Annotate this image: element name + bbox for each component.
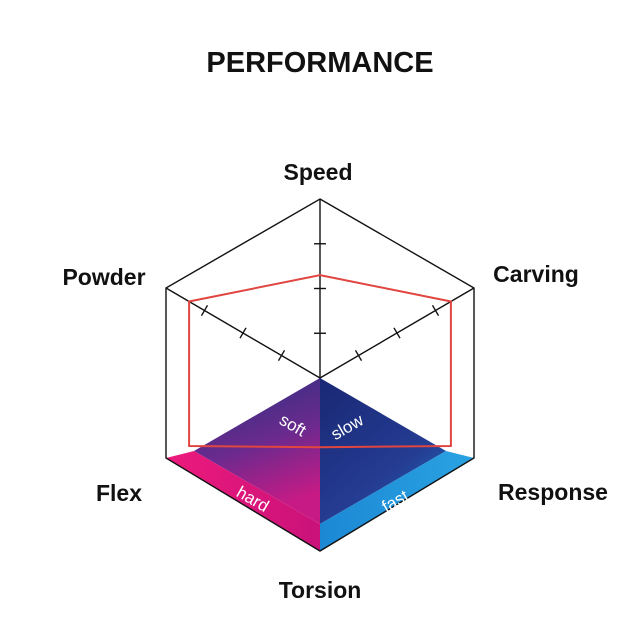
radar-ticks bbox=[200, 243, 440, 362]
axis-label-speed: Speed bbox=[283, 159, 352, 185]
response-outer-zone bbox=[320, 451, 474, 551]
axis-label-torsion: Torsion bbox=[279, 577, 362, 603]
series-polygon bbox=[188, 274, 452, 449]
tick-carving-3 bbox=[431, 304, 440, 317]
axis-label-response: Response bbox=[498, 479, 608, 505]
axis-label-carving: Carving bbox=[493, 261, 579, 287]
chart-title: PERFORMANCE bbox=[206, 47, 433, 79]
tick-powder-2 bbox=[239, 327, 247, 339]
tick-carving-1 bbox=[354, 349, 363, 362]
flex-outer-zone bbox=[166, 451, 320, 551]
response-inner-zone bbox=[320, 378, 446, 524]
axis-label-flex: Flex bbox=[96, 480, 142, 506]
flex-inner-zone bbox=[194, 378, 320, 524]
tick-powder-3 bbox=[200, 304, 209, 317]
tick-carving-2 bbox=[393, 327, 401, 339]
tick-powder-1 bbox=[277, 349, 286, 362]
axis-label-powder: Powder bbox=[62, 264, 145, 290]
